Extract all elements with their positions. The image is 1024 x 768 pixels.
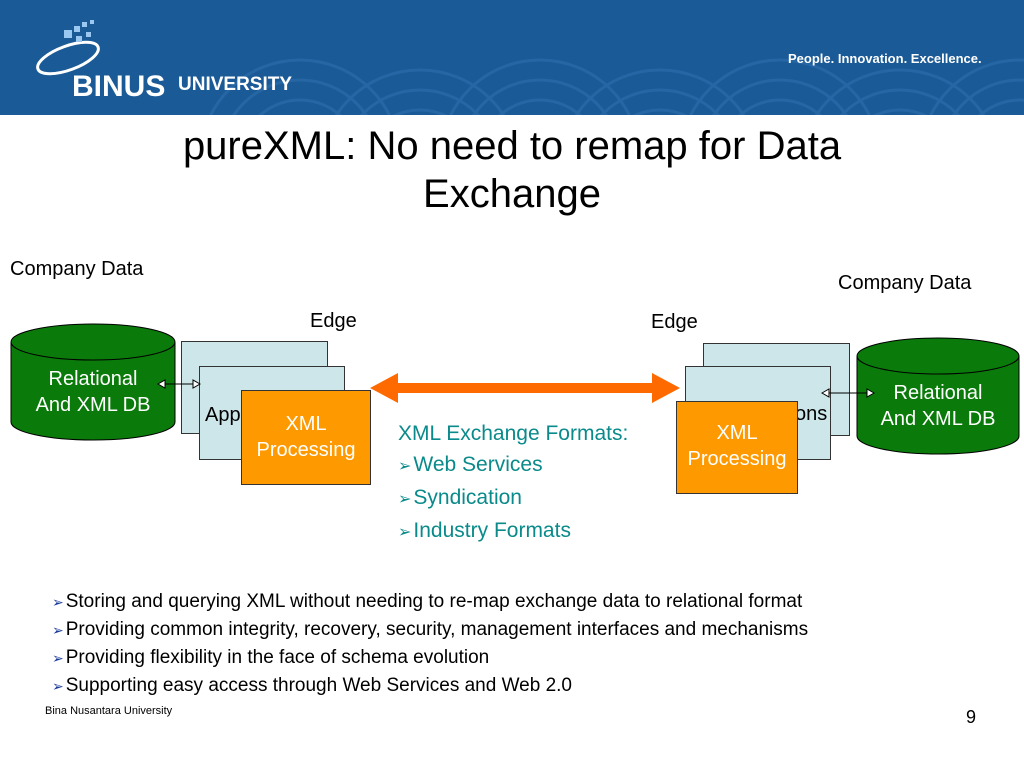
exchange-arrow <box>370 373 680 403</box>
bullet-item: ➢Supporting easy access through Web Serv… <box>52 675 572 696</box>
formats-item: ➢Industry Formats <box>398 519 571 542</box>
title-line-1: pureXML: No need to remap for Data <box>182 124 842 168</box>
logo-subtext: UNIVERSITY <box>178 74 293 95</box>
bullet-item: ➢Providing flexibility in the face of sc… <box>52 647 490 668</box>
formats-item: ➢Syndication <box>398 486 522 509</box>
arrow-bullet-icon: ➢ <box>52 622 64 638</box>
right-xml-processing-box: XML Processing <box>676 401 798 494</box>
title-line-2: Exchange <box>423 172 601 216</box>
right-db-line1: Relational <box>893 382 983 404</box>
right-app-label: ons <box>795 403 828 425</box>
bullet-item: ➢Providing common integrity, recovery, s… <box>52 619 809 640</box>
right-db-connector <box>820 388 876 398</box>
left-app-label: App <box>205 404 241 426</box>
wave-pattern <box>209 58 1024 115</box>
arrow-bullet-icon: ➢ <box>398 491 412 508</box>
formats-item: ➢Web Services <box>398 453 543 476</box>
arrow-bullet-icon: ➢ <box>398 458 412 475</box>
right-edge-label: Edge <box>651 311 698 333</box>
arrow-bullet-icon: ➢ <box>52 678 64 694</box>
bullet-item: ➢Storing and querying XML without needin… <box>52 591 803 612</box>
formats-heading: XML Exchange Formats: <box>398 422 629 445</box>
left-company-label: Company Data <box>10 258 144 280</box>
logo-text: BINUS <box>72 70 166 103</box>
right-company-label: Company Data <box>838 272 972 294</box>
footer-org: Bina Nusantara University <box>45 705 173 717</box>
arrow-bullet-icon: ➢ <box>52 594 64 610</box>
arrow-bullet-icon: ➢ <box>52 650 64 666</box>
page-number: 9 <box>966 707 977 727</box>
left-db-line2: And XML DB <box>35 394 151 416</box>
left-edge-label: Edge <box>310 310 357 332</box>
right-db-label: Relational And XML DB <box>856 380 1020 432</box>
left-db-line1: Relational <box>48 368 138 390</box>
left-xml-line2: Processing <box>256 439 356 461</box>
header-banner: BINUS UNIVERSITY People. Innovation. Exc… <box>0 0 1024 115</box>
right-xml-line1: XML <box>716 422 758 444</box>
slide-title: pureXML: No need to remap for Data Excha… <box>100 122 924 218</box>
left-db-connector <box>156 379 202 389</box>
right-db-cylinder <box>856 337 1020 455</box>
right-db-line2: And XML DB <box>880 408 996 430</box>
binus-logo-icon <box>36 20 100 76</box>
left-db-cylinder <box>10 323 176 441</box>
benefit-bullets: ➢Storing and querying XML without needin… <box>52 588 808 700</box>
left-db-label: Relational And XML DB <box>10 366 176 418</box>
arrow-bullet-icon: ➢ <box>398 524 412 541</box>
left-xml-processing-box: XML Processing <box>241 390 371 485</box>
exchange-formats: XML Exchange Formats: ➢Web Services ➢Syn… <box>398 418 628 548</box>
left-xml-line1: XML <box>285 413 327 435</box>
right-xml-line2: Processing <box>687 448 787 470</box>
tagline: People. Innovation. Excellence. <box>788 51 982 66</box>
